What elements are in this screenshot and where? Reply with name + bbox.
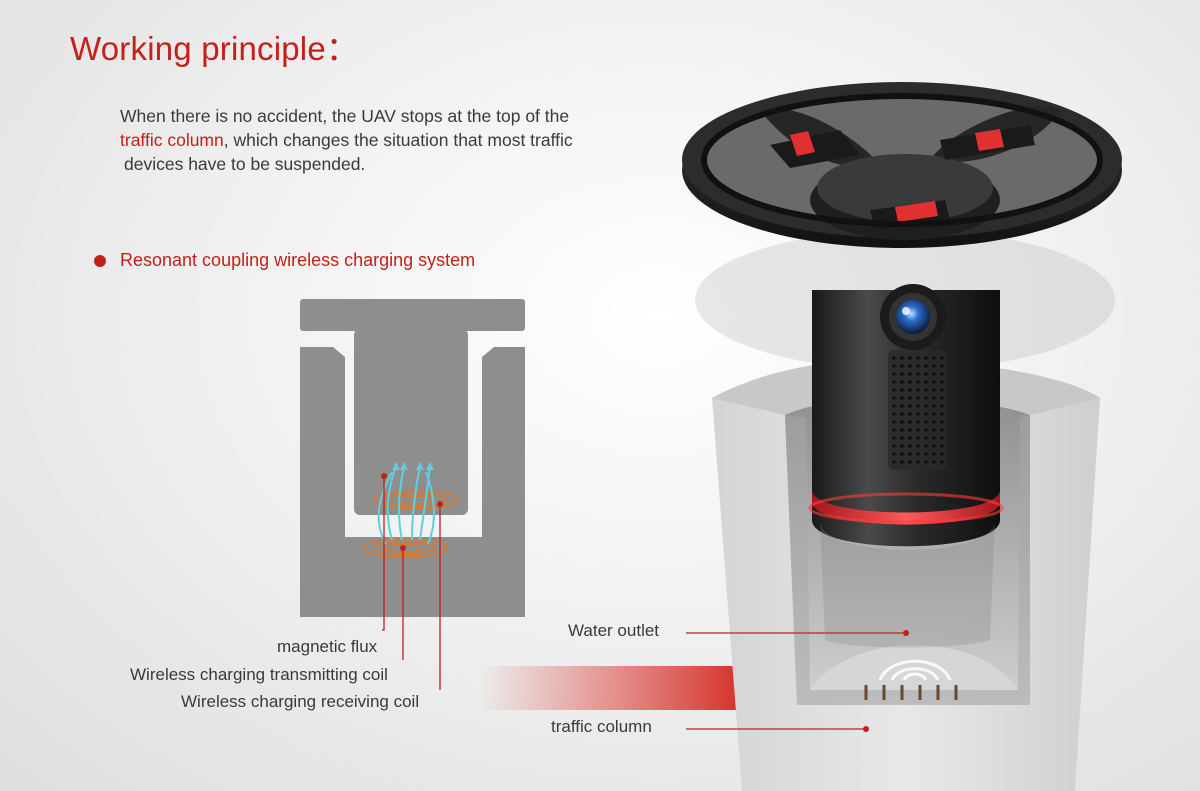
label-traffic-column: traffic column: [551, 717, 652, 736]
traffic-column-illustration: [712, 360, 1100, 791]
label-receiving-coil: Wireless charging receiving coil: [181, 692, 420, 711]
intro-line-1: When there is no accident, the UAV stops…: [120, 106, 570, 126]
product-leader-dots: [863, 630, 909, 732]
intro-line-2: traffic column, which changes the situat…: [120, 128, 680, 152]
intro-line-3: devices have to be suspended.: [124, 154, 366, 174]
intro-highlight: traffic column: [120, 130, 224, 150]
transmitting-coil: [362, 538, 448, 558]
flux-arrowheads: [392, 462, 434, 470]
product-leader-lines: [686, 632, 906, 730]
uav-illustration: [682, 82, 1122, 648]
section-heading: Resonant coupling wireless charging syst…: [94, 250, 475, 271]
section-heading-label: Resonant coupling wireless charging syst…: [120, 250, 476, 270]
intro-paragraph: When there is no accident, the UAV stops…: [120, 104, 680, 176]
label-magnetic-flux: magnetic flux: [277, 637, 378, 656]
page-title: Working principle：: [70, 30, 360, 67]
receiver-cap: [300, 299, 525, 331]
bullet-icon: [94, 254, 106, 267]
label-transmitting-coil: Wireless charging transmitting coil: [130, 665, 388, 684]
magnetic-flux-lines: [377, 465, 435, 545]
schematic-leader-dots: [381, 473, 443, 551]
schematic-leader-lines: [382, 476, 441, 690]
transmitter-base: [300, 347, 525, 617]
speaker-grille: [888, 350, 946, 470]
label-water-outlet: Water outlet: [568, 621, 660, 640]
receiver-body: [354, 329, 468, 515]
charging-schematic: [300, 299, 525, 690]
intro-line-2-rest: , which changes the situation that most …: [223, 130, 573, 150]
